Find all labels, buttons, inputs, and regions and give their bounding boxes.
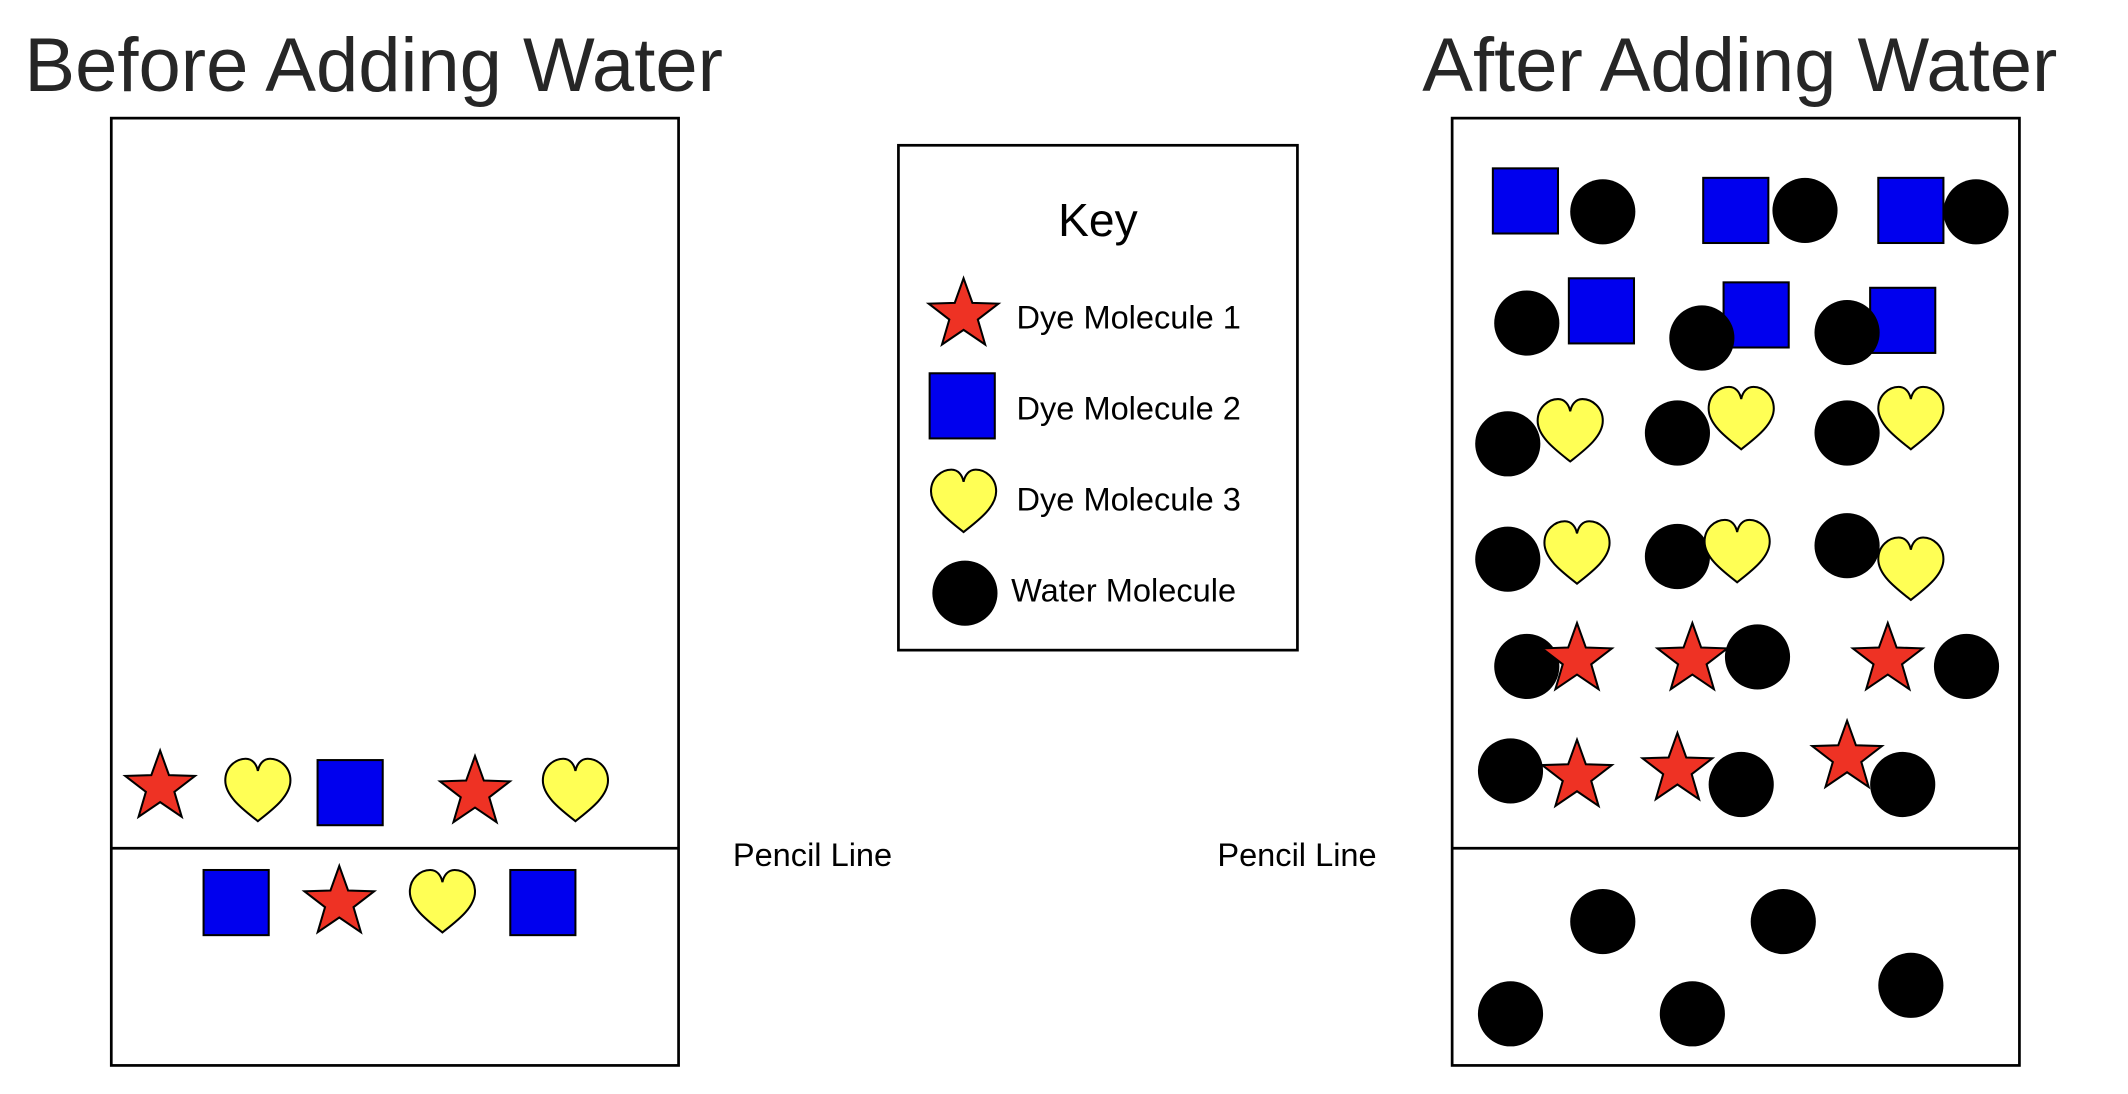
circle-molecule-icon — [1570, 889, 1636, 955]
after-beaker — [1450, 116, 2021, 1067]
pencil-line-label-right: Pencil Line — [1217, 837, 1376, 873]
square-molecule-icon — [1869, 286, 1937, 354]
circle-molecule-icon — [1477, 981, 1544, 1047]
heart-molecule-icon — [1703, 518, 1771, 584]
heart-molecule-icon — [224, 757, 292, 823]
heart-molecule-icon — [1707, 385, 1775, 451]
square-molecule-icon — [202, 868, 270, 937]
circle-molecule-icon — [1933, 633, 2000, 699]
square-molecule-icon — [1702, 176, 1770, 245]
circle-molecule-icon — [1750, 889, 1816, 955]
pencil-line-label-left: Pencil Line — [733, 837, 892, 873]
circle-molecule-icon — [1570, 179, 1636, 245]
star-molecule-icon — [1656, 621, 1729, 691]
square-molecule-icon — [1567, 277, 1636, 345]
star-molecule-icon — [1851, 621, 1924, 691]
star-molecule-icon — [124, 749, 197, 818]
star-molecule-icon — [1641, 731, 1714, 801]
before-title: Before Adding Water — [24, 23, 722, 108]
key-label-water: Water Molecule — [1011, 572, 1236, 608]
heart-molecule-icon — [541, 757, 610, 823]
key-legend: Key Dye Molecule 1 Dye Molecule 2 Dye Mo… — [897, 143, 1299, 652]
heart-molecule-icon — [1877, 385, 1945, 451]
circle-molecule-icon — [1669, 305, 1735, 371]
circle-molecule-icon — [1943, 179, 2009, 245]
circle-molecule-icon — [1878, 952, 1944, 1018]
heart-molecule-icon — [1877, 536, 1945, 601]
star-molecule-icon — [439, 754, 511, 824]
circle-molecule-icon — [1814, 513, 1880, 579]
circle-molecule-icon — [1814, 400, 1880, 466]
circle-molecule-icon — [1475, 411, 1541, 477]
star-molecule-icon — [303, 864, 376, 934]
star-molecule-icon — [1541, 738, 1613, 807]
circle-molecule-icon — [1724, 624, 1791, 690]
heart-molecule-icon — [408, 868, 477, 934]
square-icon — [928, 372, 996, 440]
circle-molecule-icon — [1870, 751, 1936, 818]
key-label-dye-2: Dye Molecule 2 — [1017, 390, 1241, 426]
circle-molecule-icon — [1475, 526, 1541, 592]
key-title: Key — [1058, 194, 1137, 246]
after-title: After Adding Water — [1422, 23, 2057, 108]
key-label-dye-3: Dye Molecule 3 — [1017, 481, 1241, 517]
circle-molecule-icon — [1494, 633, 1560, 699]
before-beaker — [109, 116, 680, 1067]
circle-molecule-icon — [1494, 290, 1560, 356]
circle-molecule-icon — [1477, 738, 1544, 804]
circle-molecule-icon — [1644, 523, 1710, 590]
square-molecule-icon — [1491, 167, 1560, 235]
square-molecule-icon — [1877, 176, 1945, 245]
circle-molecule-icon — [1644, 400, 1710, 466]
heart-molecule-icon — [1543, 520, 1611, 585]
heart-molecule-icon — [1536, 398, 1604, 463]
circle-molecule-icon — [1772, 177, 1838, 243]
square-molecule-icon — [316, 759, 384, 827]
circle-molecule-icon — [1659, 981, 1725, 1047]
circle-molecule-icon — [1814, 300, 1880, 366]
circle-icon — [932, 560, 998, 626]
square-molecule-icon — [509, 868, 577, 937]
circle-molecule-icon — [1708, 751, 1774, 818]
key-label-dye-1: Dye Molecule 1 — [1017, 300, 1241, 336]
